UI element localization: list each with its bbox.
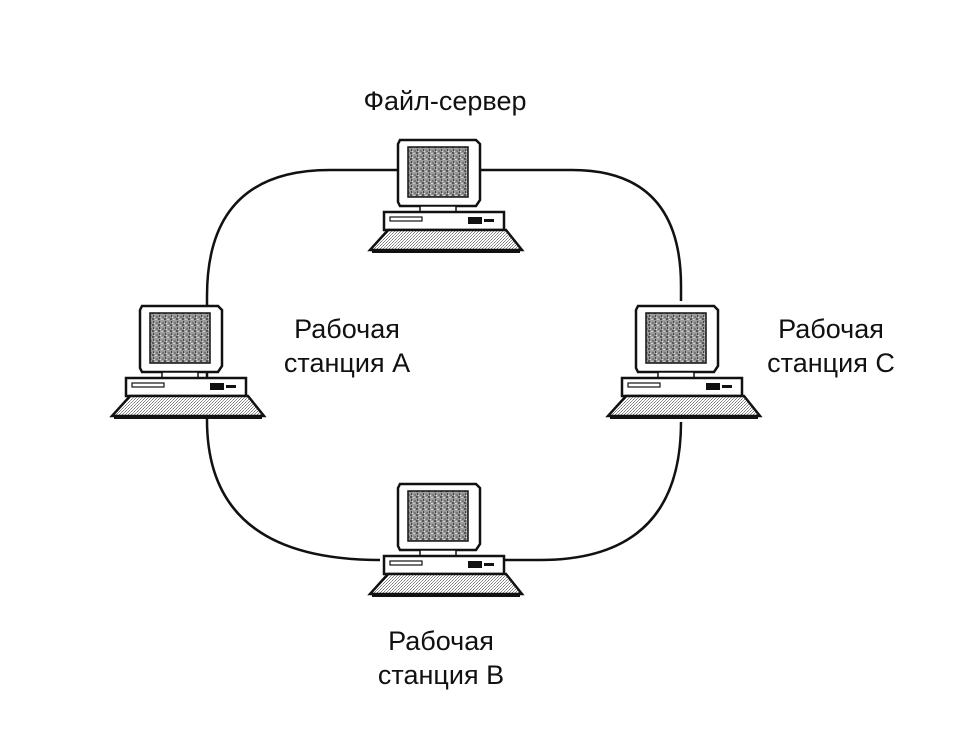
station-b-label-line2: станция B — [377, 660, 505, 690]
station-a-computer-icon — [110, 304, 266, 420]
file-server-label: Файл-сервер — [363, 86, 527, 116]
station-b-label-line1: Рабочая — [388, 626, 494, 656]
station-c-computer-icon — [606, 304, 762, 420]
ring-cable — [205, 168, 683, 562]
station-a-label: Рабочая станция A — [262, 312, 432, 380]
station-c-label-line2: станция C — [767, 348, 895, 378]
station-b-computer-icon — [368, 482, 524, 598]
station-c-label-line1: Рабочая — [778, 314, 884, 344]
station-b-label: Рабочая станция B — [356, 624, 526, 692]
file-server-computer-icon — [368, 138, 524, 254]
station-c-label: Рабочая станция C — [746, 312, 916, 380]
station-a-label-line2: станция A — [283, 348, 411, 378]
station-a-label-line1: Рабочая — [294, 314, 400, 344]
